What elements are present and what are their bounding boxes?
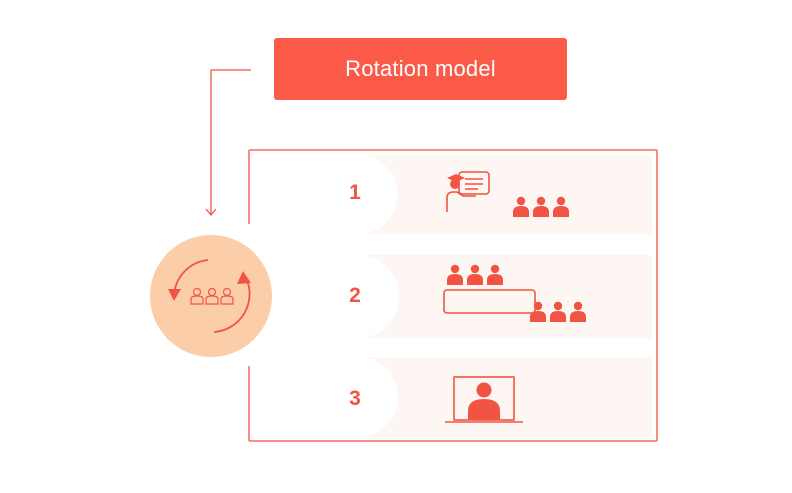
title-connector-arrow [205, 69, 251, 217]
step-panel-3 [358, 357, 652, 437]
teacher-presentation-icon [446, 171, 569, 217]
online-learning-icon [445, 376, 523, 423]
step-panel-1 [358, 155, 652, 234]
steps-frame [248, 149, 658, 442]
diagram-title: Rotation model [274, 38, 567, 100]
step-number-1: 1 [349, 181, 361, 204]
rotating-group-icon [150, 235, 272, 357]
step-number-2: 2 [349, 284, 361, 307]
group-rotation-icon [443, 264, 586, 322]
step-panel-2 [358, 255, 652, 338]
step-number-3: 3 [349, 387, 361, 410]
